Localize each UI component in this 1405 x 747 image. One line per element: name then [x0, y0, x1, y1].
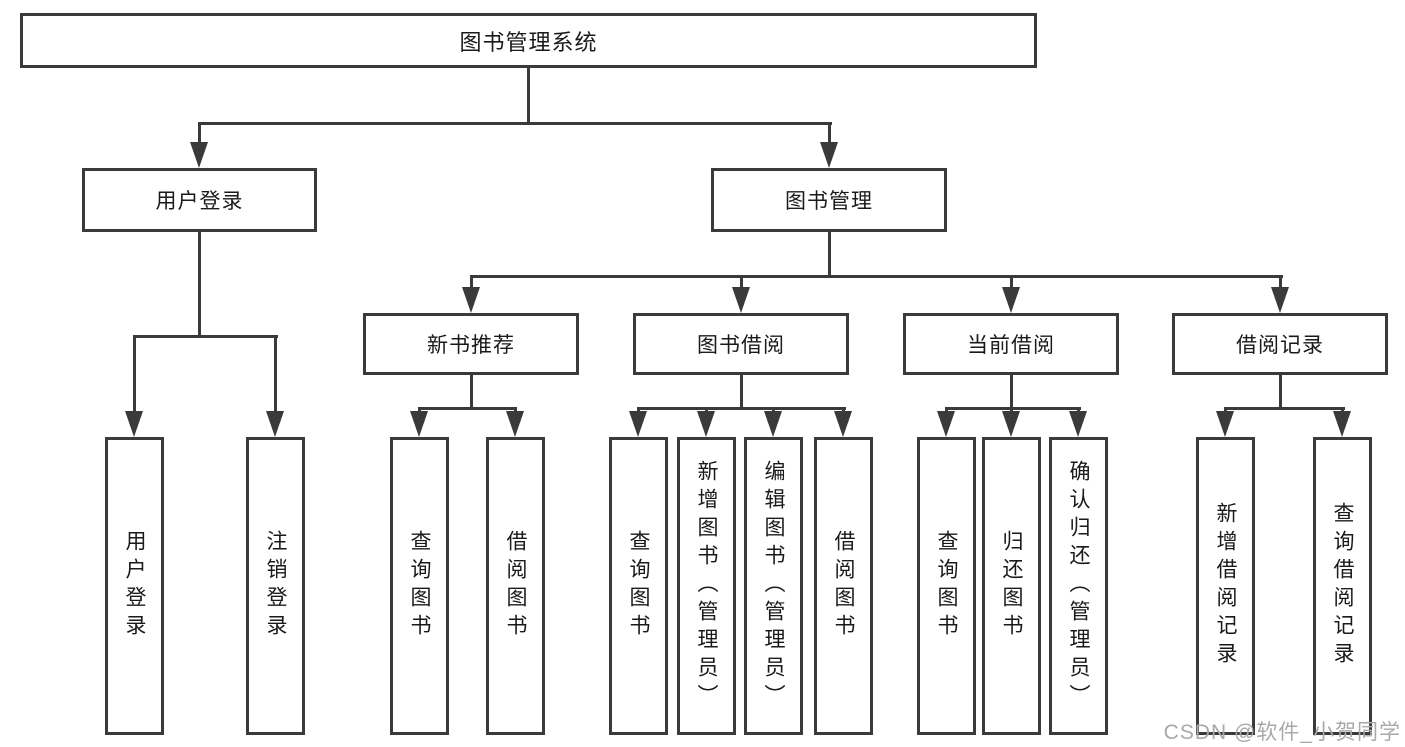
node-user-login: 用户登录	[82, 168, 317, 232]
leaf-query-books-current-label: 查询图书	[935, 530, 958, 642]
connector-line	[1010, 275, 1013, 293]
connector-line	[1279, 275, 1282, 293]
connector-line	[828, 232, 831, 278]
node-book-management: 图书管理	[711, 168, 947, 232]
connector-line	[1010, 375, 1013, 410]
connector-line	[637, 407, 846, 410]
node-book-management-label: 图书管理	[785, 190, 873, 213]
connector-line	[133, 335, 278, 338]
leaf-return-books-label: 归还图书	[1000, 530, 1023, 642]
csdn-watermark: CSDN @软件_小贺同学	[1163, 721, 1401, 744]
leaf-edit-books-admin: 编辑图书（管理员）	[744, 437, 803, 735]
arrowhead-down-icon	[937, 411, 955, 437]
node-new-book-recommend-label: 新书推荐	[427, 334, 515, 357]
leaf-add-books-admin: 新增图书（管理员）	[677, 437, 736, 735]
leaf-add-borrow-record-label: 新增借阅记录	[1214, 502, 1237, 670]
leaf-query-books-recommend: 查询图书	[390, 437, 449, 735]
connector-line	[828, 122, 831, 148]
arrowhead-down-icon	[1002, 411, 1020, 437]
arrowhead-down-icon	[462, 287, 480, 313]
arrowhead-down-icon	[697, 411, 715, 437]
leaf-logout-label: 注销登录	[264, 530, 287, 642]
connector-line	[1279, 375, 1282, 410]
connector-line	[470, 375, 473, 410]
node-user-login-label: 用户登录	[155, 190, 244, 213]
arrowhead-down-icon	[629, 411, 647, 437]
arrowhead-down-icon	[266, 411, 284, 437]
leaf-add-books-admin-label: 新增图书（管理员）	[695, 460, 718, 712]
leaf-query-books-borrowing-label: 查询图书	[627, 530, 650, 642]
leaf-borrow-books-label: 借阅图书	[832, 530, 855, 642]
leaf-logout: 注销登录	[246, 437, 305, 735]
node-borrow-records-label: 借阅记录	[1236, 334, 1324, 357]
connector-line	[274, 335, 277, 415]
arrowhead-down-icon	[732, 287, 750, 313]
leaf-user-login: 用户登录	[105, 437, 164, 735]
arrowhead-down-icon	[820, 142, 838, 168]
leaf-query-books-current: 查询图书	[917, 437, 976, 735]
arrowhead-down-icon	[1069, 411, 1087, 437]
node-borrow-records: 借阅记录	[1172, 313, 1388, 375]
leaf-confirm-return-admin: 确认归还（管理员）	[1049, 437, 1108, 735]
connector-line	[198, 122, 832, 125]
connector-line	[740, 275, 743, 293]
arrowhead-down-icon	[1271, 287, 1289, 313]
arrowhead-down-icon	[1333, 411, 1351, 437]
node-new-book-recommend: 新书推荐	[363, 313, 579, 375]
connector-line	[198, 232, 201, 335]
leaf-borrow-books-recommend-label: 借阅图书	[504, 530, 527, 642]
connector-line	[740, 375, 743, 410]
node-current-borrowing: 当前借阅	[903, 313, 1119, 375]
connector-line	[527, 68, 530, 122]
connector-line	[133, 335, 136, 415]
leaf-borrow-books: 借阅图书	[814, 437, 873, 735]
arrowhead-down-icon	[1002, 287, 1020, 313]
node-root-label: 图书管理系统	[459, 29, 598, 55]
arrowhead-down-icon	[410, 411, 428, 437]
leaf-query-borrow-record: 查询借阅记录	[1313, 437, 1372, 735]
connector-line	[470, 275, 473, 293]
node-book-borrowing: 图书借阅	[633, 313, 849, 375]
leaf-user-login-label: 用户登录	[123, 530, 146, 642]
connector-line	[470, 275, 1283, 278]
arrowhead-down-icon	[125, 411, 143, 437]
connector-line	[945, 407, 1081, 410]
arrowhead-down-icon	[764, 411, 782, 437]
leaf-borrow-books-recommend: 借阅图书	[486, 437, 545, 735]
arrowhead-down-icon	[190, 142, 208, 168]
leaf-add-borrow-record: 新增借阅记录	[1196, 437, 1255, 735]
connector-line	[198, 122, 201, 148]
leaf-edit-books-admin-label: 编辑图书（管理员）	[762, 460, 785, 712]
node-root-book-management-system: 图书管理系统	[20, 13, 1037, 68]
leaf-return-books: 归还图书	[982, 437, 1041, 735]
arrowhead-down-icon	[1216, 411, 1234, 437]
connector-line	[1224, 407, 1345, 410]
leaf-query-borrow-record-label: 查询借阅记录	[1331, 502, 1354, 670]
leaf-confirm-return-admin-label: 确认归还（管理员）	[1067, 460, 1090, 712]
node-current-borrowing-label: 当前借阅	[967, 334, 1055, 357]
node-book-borrowing-label: 图书借阅	[697, 334, 785, 357]
leaf-query-books-recommend-label: 查询图书	[408, 530, 431, 642]
arrowhead-down-icon	[506, 411, 524, 437]
leaf-query-books-borrowing: 查询图书	[609, 437, 668, 735]
connector-line	[418, 407, 517, 410]
arrowhead-down-icon	[834, 411, 852, 437]
